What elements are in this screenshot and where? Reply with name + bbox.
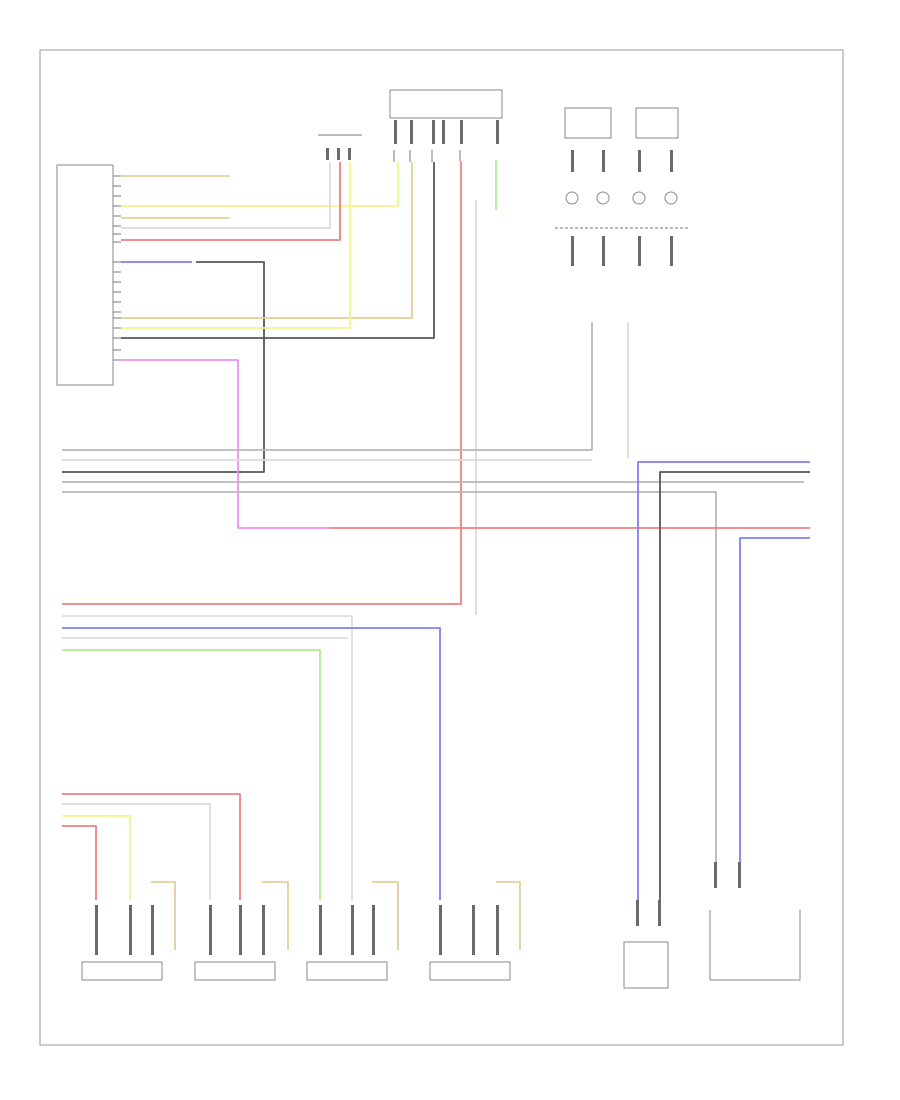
left-module-pin-marks bbox=[113, 175, 121, 361]
wire-blue-right bbox=[637, 461, 810, 900]
bottom-module-2 bbox=[194, 881, 289, 981]
mid-left-wires bbox=[62, 615, 441, 900]
wire-pink bbox=[121, 359, 330, 529]
wire-dark-lower bbox=[121, 162, 435, 339]
wire-white-upper bbox=[121, 162, 331, 229]
top-right-sensors bbox=[555, 107, 690, 266]
top-center-connectors bbox=[318, 89, 503, 162]
diagram-frame bbox=[39, 49, 844, 1046]
wire-tan-lower bbox=[121, 162, 413, 319]
wire-blue-mid bbox=[62, 627, 441, 900]
wire-yellow-upper bbox=[121, 162, 399, 207]
bottom-module-6 bbox=[709, 862, 801, 981]
bottom-module-4 bbox=[429, 881, 521, 981]
wire-red-upper bbox=[121, 162, 341, 241]
left-module-wires bbox=[62, 162, 435, 529]
bus-wires bbox=[62, 459, 810, 900]
lower-left-wires bbox=[62, 793, 241, 900]
wire-blue-right-2 bbox=[739, 537, 810, 862]
wire-gray-right bbox=[62, 322, 593, 451]
wire-yellow-lower bbox=[121, 162, 351, 329]
bottom-module-1 bbox=[81, 881, 176, 981]
bottom-module-3 bbox=[306, 881, 399, 981]
wire-red-main bbox=[62, 162, 462, 605]
wire-green-mid bbox=[62, 649, 321, 900]
bottom-module-5 bbox=[623, 900, 669, 989]
left-control-module bbox=[56, 164, 121, 386]
wire-dark-short bbox=[62, 261, 265, 473]
